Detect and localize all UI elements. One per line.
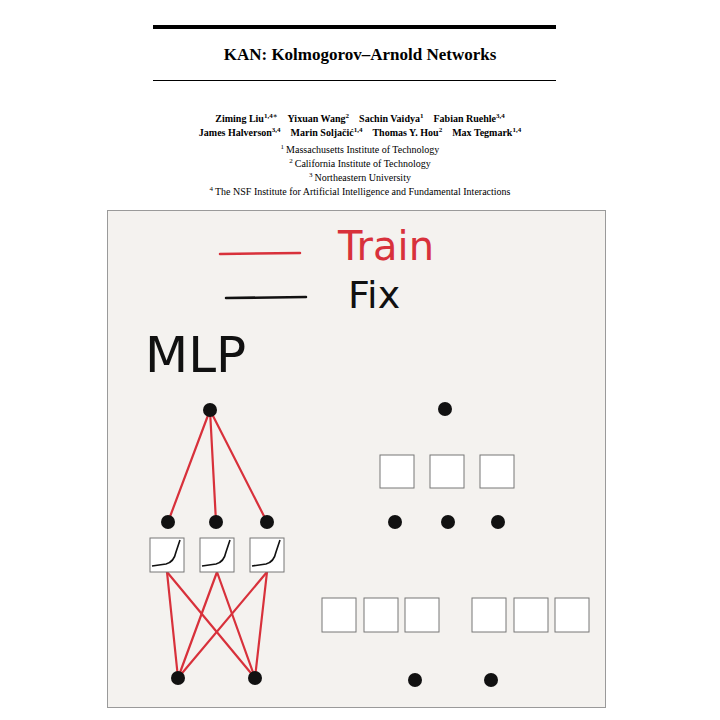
author-name: Yixuan Wang — [288, 113, 346, 124]
paper-title: KAN: Kolmogorov–Arnold Networks — [224, 45, 497, 64]
top-rule — [153, 25, 556, 29]
affiliation-number: 4 — [210, 185, 214, 193]
paper-title-row: KAN: Kolmogorov–Arnold Networks — [0, 45, 720, 65]
author-name: Fabian Ruehle — [433, 113, 496, 124]
legend-text: Fix — [348, 276, 400, 314]
affiliation-row: 1Massachusetts Institute of Technology — [0, 141, 720, 156]
affiliation-row: 3Northeastern University — [0, 169, 720, 184]
affiliation-name: Massachusetts Institute of Technology — [286, 144, 439, 155]
author-name: Max Tegmark — [452, 127, 512, 138]
legend-text: Train — [338, 226, 434, 266]
kan-nodes — [388, 402, 505, 687]
affiliation-number: 3 — [309, 171, 313, 179]
affiliation-mark: 2 — [439, 126, 443, 134]
author-row: James Halverson3,4Marin Soljačić1,4Thoma… — [0, 124, 720, 139]
author-name: Ziming Liu — [215, 113, 264, 124]
affiliation-mark: 1,4 — [354, 126, 363, 134]
affiliation-mark: 2 — [346, 112, 350, 120]
affiliation-mark: 3,4 — [272, 126, 281, 134]
author-name: James Halverson — [199, 127, 272, 138]
title-rule — [153, 80, 556, 81]
affiliation-mark: 1,4∗ — [264, 112, 278, 120]
affiliation-name: Northeastern University — [315, 172, 411, 183]
affiliation-number: 2 — [289, 157, 293, 165]
activation-curves — [152, 540, 280, 566]
affiliation-name: The NSF Institute for Artificial Intelli… — [215, 186, 510, 197]
figure-panel — [108, 211, 606, 708]
affiliation-row: 4The NSF Institute for Artificial Intell… — [0, 183, 720, 198]
affiliation-mark: 1 — [420, 112, 424, 120]
affiliation-mark: 1,4 — [512, 126, 521, 134]
legend-line-train — [220, 253, 300, 254]
affiliation-row: 2California Institute of Technology — [0, 155, 720, 170]
mlp-neurons — [161, 403, 274, 685]
author-name: Sachin Vaidya — [359, 113, 420, 124]
affiliation-name: California Institute of Technology — [295, 158, 431, 169]
mlp-activation-boxes — [150, 538, 284, 572]
author-row: Ziming Liu1,4∗ Yixuan Wang2 Sachin Vaidya1… — [0, 110, 720, 125]
affiliation-mark: 3,4 — [496, 112, 505, 120]
author-name: Marin Soljačić — [291, 127, 354, 138]
affiliation-number: 1 — [281, 143, 285, 151]
author-name: Thomas Y. Hou — [372, 127, 438, 138]
legend-line-fix — [226, 297, 306, 298]
network-label: MLP — [145, 330, 246, 380]
kan-boxes — [322, 455, 589, 632]
